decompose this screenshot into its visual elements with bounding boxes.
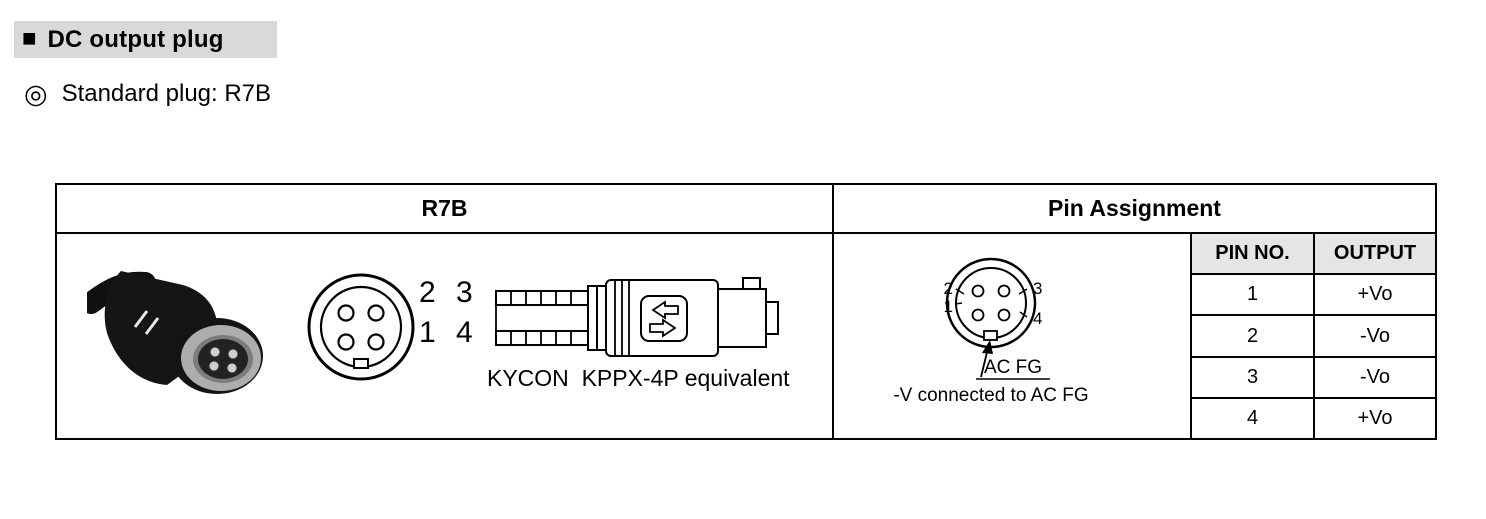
pins-top-label: 2 3 [419,276,479,309]
pin-assignment-column-header: Pin Assignment [1048,195,1221,221]
table-header-row: R7B Pin Assignment [57,185,1435,234]
section-header: ■ DC output plug [14,21,277,58]
output-value: +Vo [1357,283,1393,306]
output-value: -Vo [1359,365,1391,388]
pin-no-value: 4 [1192,398,1315,439]
pins-bottom-label: 1 4 [419,316,479,349]
plug-side-diagram [495,277,779,357]
pin-no-header: PIN NO. [1192,234,1315,274]
spec-table: R7B Pin Assignment [55,183,1437,440]
output-value: +Vo [1357,406,1393,429]
kycon-equivalent-note: KYCON KPPX-4P equivalent [487,365,790,391]
pin-label-1: 1 [943,297,953,316]
pin-table-row: 3 -Vo [1192,357,1435,399]
pin-label-3: 3 [1033,279,1043,298]
r7b-column-header: R7B [57,185,834,232]
v-connected-note: -V connected to AC FG [893,385,1089,406]
pin-no-value: 3 [1192,357,1315,397]
pin-diagram-zone: 2 1 3 4 AC FG -V connected to AC FG [834,234,1190,438]
pin-assignment-cell: 2 1 3 4 AC FG -V connected to AC FG PIN … [834,234,1435,439]
ac-fg-label: AC FG [984,357,1043,378]
pin-table-row: 2 -Vo [1192,316,1435,358]
table-body-row: 2 3 1 4 [57,234,1435,439]
pin-output-table: PIN NO. OUTPUT 1 +Vo 2 -Vo 3 -Vo [1190,234,1435,439]
pin-table-header-row: PIN NO. OUTPUT [1192,234,1435,276]
pin-label-2: 2 [943,279,953,298]
plug-photo [87,271,263,394]
plug-face-diagram [307,273,415,381]
output-value: -Vo [1359,324,1391,347]
standard-plug-subtitle: Standard plug: R7B [61,80,272,107]
double-circle-icon: ◎ [24,78,48,109]
black-square-icon: ■ [22,24,37,52]
pin-assignment-diagram [945,257,1050,380]
pin-no-value: 2 [1192,316,1315,356]
pin-label-4: 4 [1033,309,1043,328]
pin-table-row: 4 +Vo [1192,398,1435,439]
subtitle-row: ◎ Standard plug: R7B [24,80,271,108]
r7b-cell: 2 3 1 4 [57,234,834,438]
section-title: DC output plug [47,25,224,53]
output-header: OUTPUT [1315,234,1435,274]
pin-no-value: 1 [1192,275,1315,315]
pin-table-row: 1 +Vo [1192,275,1435,317]
